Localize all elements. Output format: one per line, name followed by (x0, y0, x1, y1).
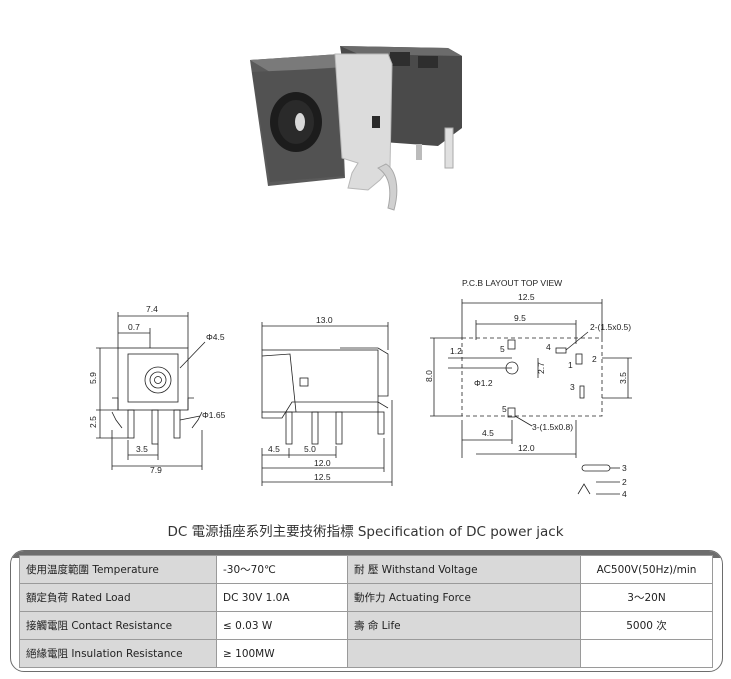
schematic-pin-label: 2 (622, 477, 627, 487)
side-dim-b: 5.0 (304, 444, 316, 454)
spec-value: ≤ 0.03 W (216, 611, 348, 640)
spec-label: 絕緣電阻 Insulation Resistance (19, 639, 217, 668)
spec-label: 接觸電阻 Contact Resistance (19, 611, 217, 640)
pcb-pin-label: 2 (592, 354, 597, 364)
side-view (261, 322, 393, 486)
spec-label: 額定負荷 Rated Load (19, 583, 217, 612)
pcb-dim-bottom: 12.0 (518, 443, 535, 453)
pcb-title: P.C.B LAYOUT TOP VIEW (462, 278, 562, 288)
spec-value: 5000 次 (580, 611, 713, 640)
pcb-dim-height: 8.0 (424, 370, 434, 382)
front-dim-pin-height: 2.5 (88, 416, 98, 428)
schematic-pin-label: 3 (622, 463, 627, 473)
pcb-pin-label: 3 (570, 382, 575, 392)
pcb-dim-pitch: 9.5 (514, 313, 526, 323)
side-dim-length: 13.0 (316, 315, 333, 325)
spec-caption: DC 電源插座系列主要技術指標 Specification of DC powe… (167, 524, 564, 540)
spec-value: DC 30V 1.0A (216, 583, 348, 612)
front-dim-offset: 0.7 (128, 322, 140, 332)
spec-label: 壽 命 Life (347, 611, 581, 640)
table-row: 絕緣電阻 Insulation Resistance ≥ 100MW (19, 639, 713, 668)
pcb-dim-hole: Φ1.2 (474, 378, 493, 388)
spec-value: AC500V(50Hz)/min (580, 555, 713, 584)
pcb-dim-slot: 2-(1.5x0.5) (590, 322, 631, 332)
spec-value: ≥ 100MW (216, 639, 348, 668)
pcb-pin-label: 5 (500, 344, 505, 354)
spec-label (347, 639, 581, 668)
front-dim-pin-pitch: 3.5 (136, 444, 148, 454)
pcb-pin-label: 5 (502, 404, 507, 414)
pcb-dim-offset: 1.2 (450, 346, 462, 356)
technical-drawing: 7.4 0.7 Φ4.5 5.9 2.5 Φ1.65 3.5 7.9 13.0 … (88, 278, 632, 499)
spec-table: 使用温度範圍 Temperature -30～70℃ 耐 壓 Withstand… (19, 555, 713, 668)
spec-value: 3～20N (580, 583, 713, 612)
spec-label: 使用温度範圍 Temperature (19, 555, 217, 584)
pcb-dim-side: 3.5 (618, 372, 628, 384)
front-dim-height: 5.9 (88, 372, 98, 384)
product-photo (250, 46, 462, 211)
spec-table-frame: 使用温度範圍 Temperature -30～70℃ 耐 壓 Withstand… (10, 550, 723, 672)
spec-value: -30～70℃ (216, 555, 348, 584)
side-dim-c: 12.0 (314, 458, 331, 468)
side-dim-d: 12.5 (314, 472, 331, 482)
spec-table-header-bar (11, 551, 722, 558)
jack-schematic (577, 464, 620, 495)
side-dim-a: 4.5 (268, 444, 280, 454)
front-dim-width: 7.4 (146, 304, 158, 314)
table-row: 使用温度範圍 Temperature -30～70℃ 耐 壓 Withstand… (19, 555, 713, 584)
spec-label: 動作力 Actuating Force (347, 583, 581, 612)
pcb-dim-y: 2.7 (536, 362, 546, 374)
front-dim-pin-dia: Φ1.65 (202, 410, 226, 420)
front-view (96, 312, 206, 470)
table-row: 接觸電阻 Contact Resistance ≤ 0.03 W 壽 命 Lif… (19, 611, 713, 640)
pcb-view (430, 299, 632, 458)
table-row: 額定負荷 Rated Load DC 30V 1.0A 動作力 Actuatin… (19, 583, 713, 612)
pcb-dim-slot2: 3-(1.5x0.8) (532, 422, 573, 432)
spec-label: 耐 壓 Withstand Voltage (347, 555, 581, 584)
pcb-pin-label: 4 (546, 342, 551, 352)
front-dim-hole: Φ4.5 (206, 332, 225, 342)
pcb-pin-label: 1 (568, 360, 573, 370)
schematic-pin-label: 4 (622, 489, 627, 499)
front-dim-total: 7.9 (150, 465, 162, 475)
pcb-dim-left: 4.5 (482, 428, 494, 438)
pcb-dim-width: 12.5 (518, 292, 535, 302)
spec-value (580, 639, 713, 668)
